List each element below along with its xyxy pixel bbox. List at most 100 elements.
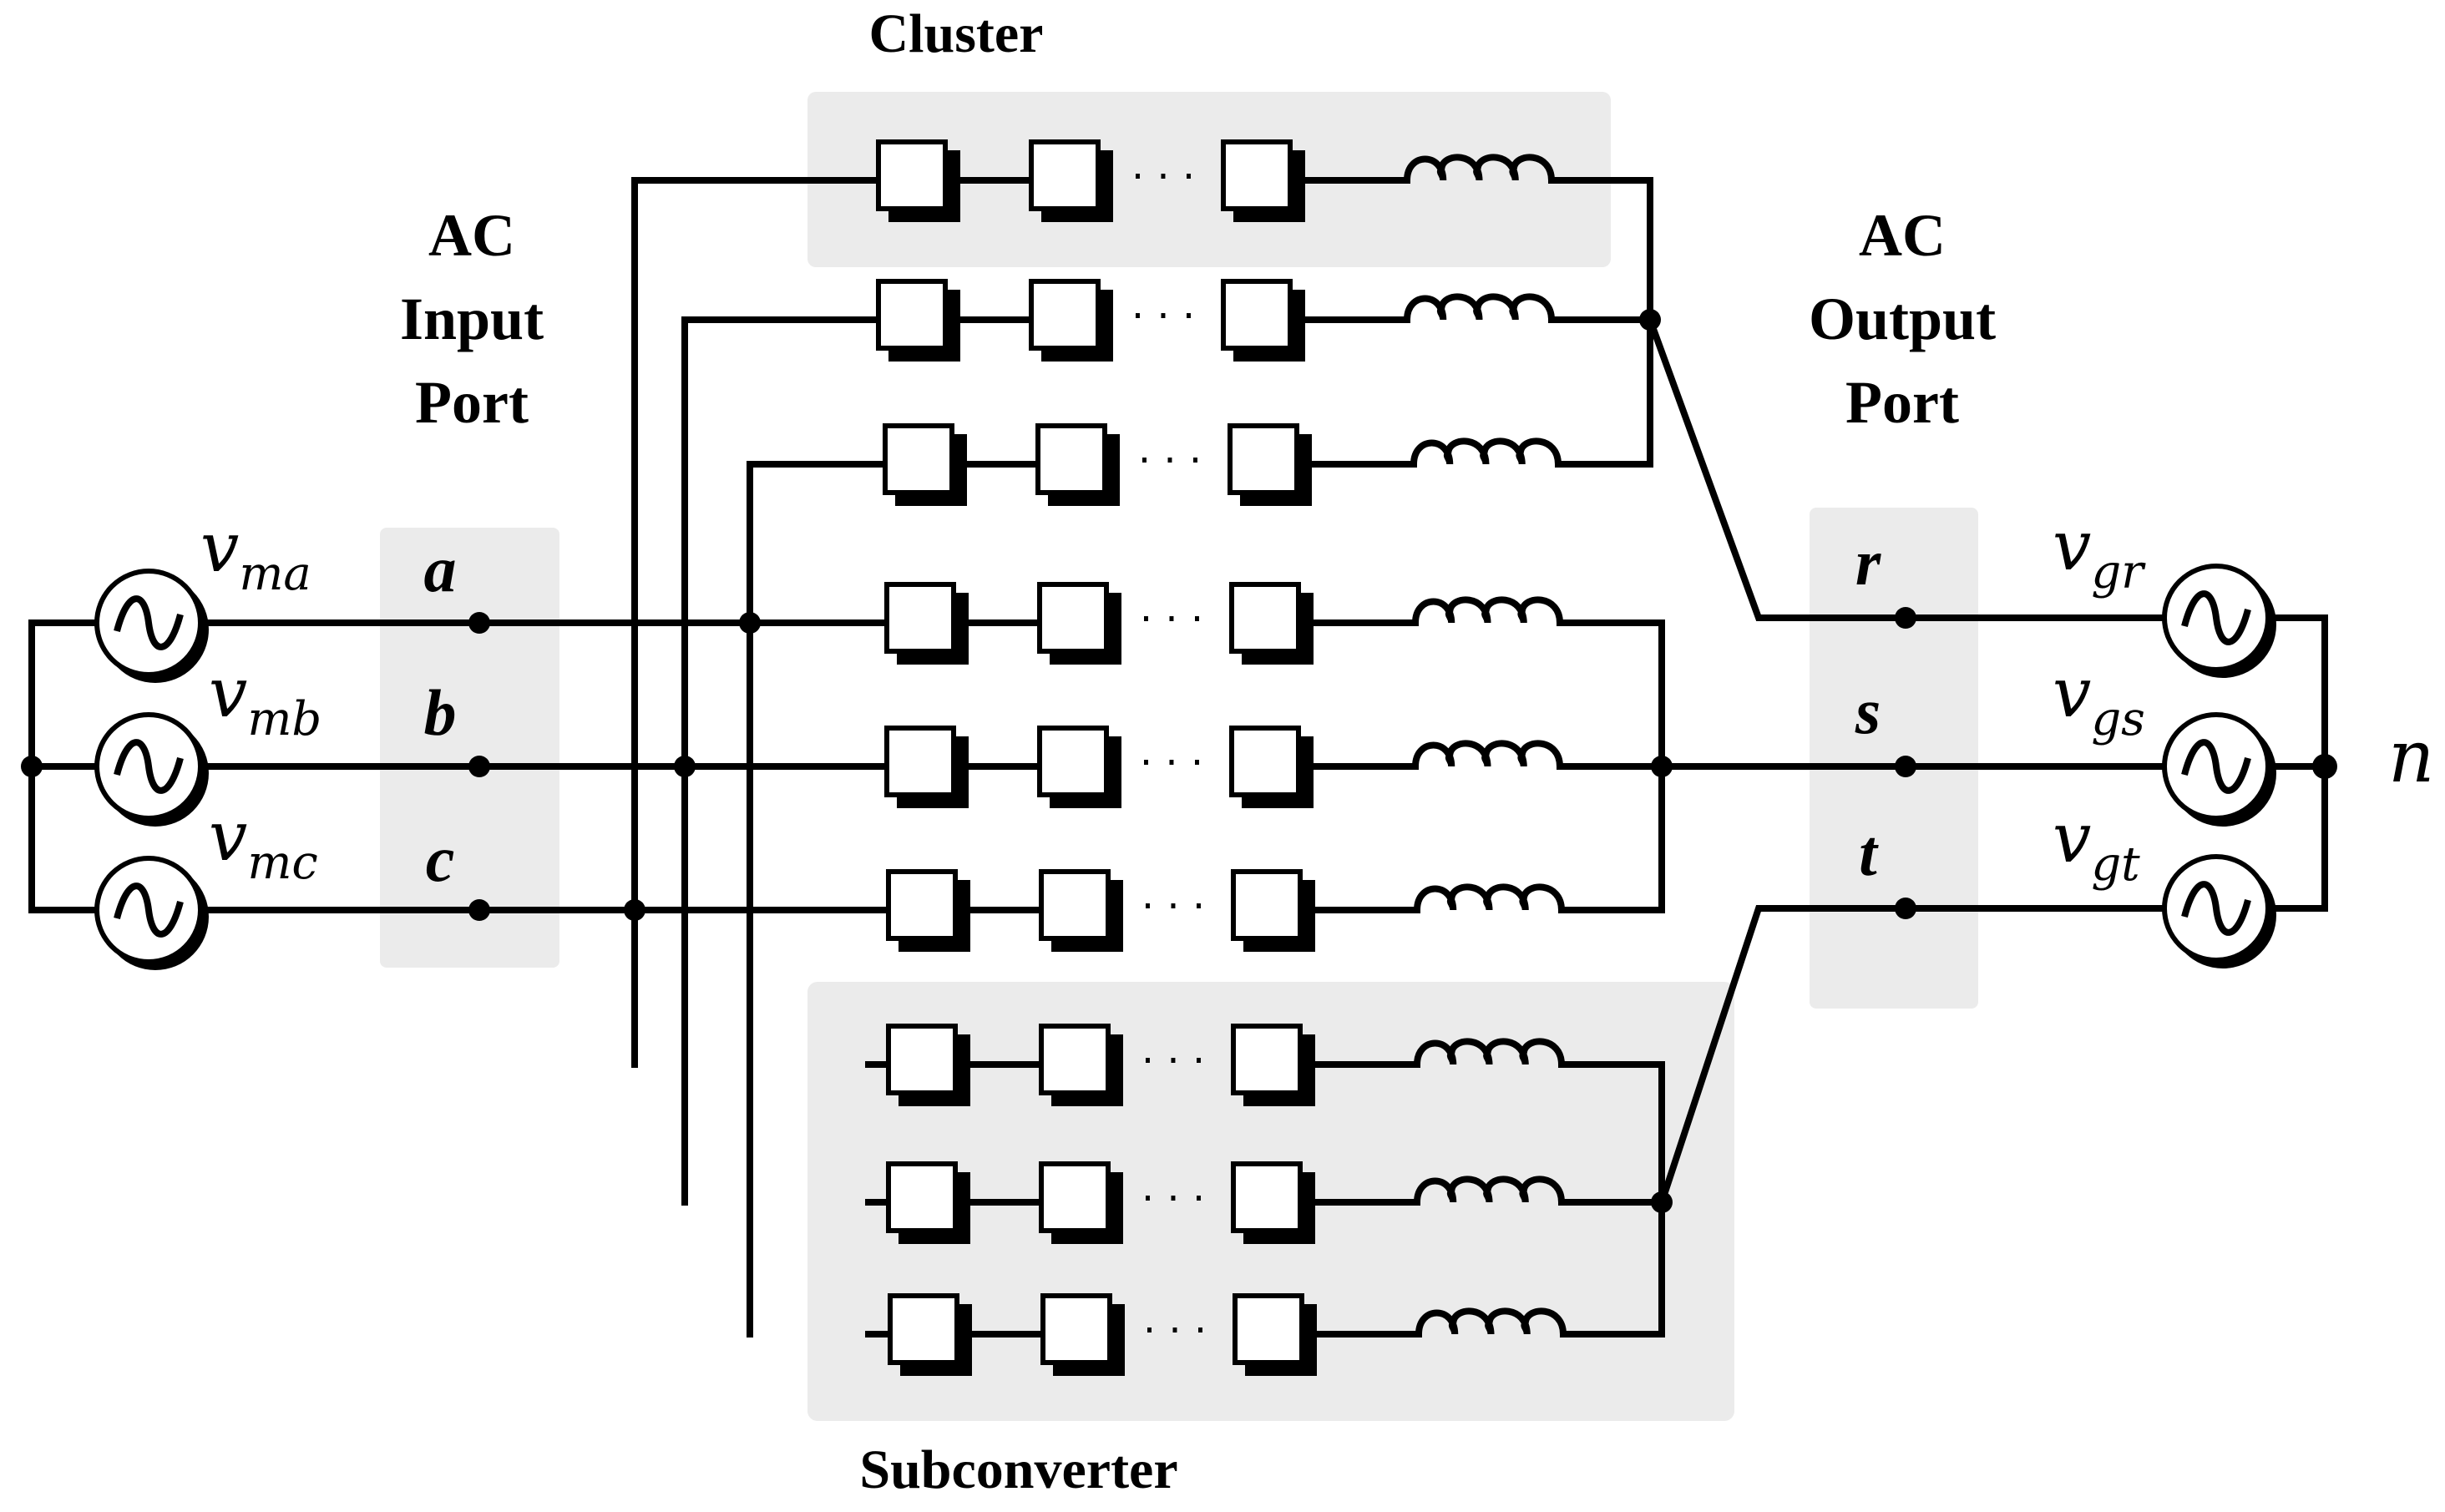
module-icon [1221,279,1305,362]
cluster-label: Cluster [869,3,1044,64]
module-icon [1037,582,1121,665]
junction-dot [468,756,490,777]
input-port-a-label: a [424,533,457,605]
ac-input-port-label-line3: Port [415,369,529,436]
module-icon [1029,139,1113,222]
module-icon [1229,726,1314,808]
inductor-icon [1403,293,1556,324]
inductor-icon [1403,154,1556,185]
module-icon [886,869,970,952]
module-icon [1037,726,1121,808]
output-port-t-label: t [1859,817,1879,889]
inductor-icon [1411,740,1564,771]
output-source-voltage-label-r: vgr [2053,507,2146,599]
module-chain-ellipsis: · · · [1143,1307,1207,1354]
junction-dot [468,899,490,921]
module-chain-ellipsis: · · · [1131,293,1195,340]
module-icon [888,1293,972,1376]
ac-source-icon [2162,712,2276,827]
inductor-icon [1411,596,1564,627]
neutral-label: n [2388,716,2434,799]
junction-dot [1895,898,1916,919]
module-icon [886,1024,970,1106]
output-source-voltage-label-t: vgt [2053,799,2140,892]
module-icon [1231,1161,1315,1244]
cluster-panel [807,92,1611,267]
module-icon [1035,423,1120,506]
subconverter-label: Subconverter [859,1439,1177,1500]
ac-source-icon [94,856,209,970]
junction-dot [739,612,761,634]
ac-source-icon [94,712,209,827]
branch-row: · · · [747,1293,1665,1376]
module-chain-ellipsis: · · · [1140,596,1203,643]
module-icon [1231,869,1315,952]
module-chain-ellipsis: · · · [1131,154,1195,200]
inductor-icon [1413,883,1566,914]
ac-source-icon [2162,854,2276,968]
branch-row: · · · [681,279,1653,362]
junction-dot [1639,309,1661,331]
branch-row: · · · [747,582,1665,665]
junction-dot [674,756,696,777]
ac-input-port-label-line1: AC [428,202,515,269]
inductor-icon [1410,437,1562,468]
output-port-s-label: s [1855,675,1881,747]
module-icon [1221,139,1305,222]
ac-output-port-panel [1810,508,1978,1009]
module-icon [886,1161,970,1244]
input-source-voltage-label-a: vma [200,508,311,601]
ac-sources [94,564,2276,970]
branch-row: · · · [631,869,1665,952]
junction-dots [21,309,2337,1213]
module-icon [883,423,967,506]
ac-input-port-label-line2: Input [400,286,544,352]
module-chain-ellipsis: · · · [1138,437,1202,484]
module-icon [876,279,960,362]
junction-dot [468,612,490,634]
inductor-icon [1415,1307,1567,1338]
output-source-voltage-label-s: vgs [2053,654,2145,746]
ac-source-icon [94,569,209,683]
module-icon [876,139,960,222]
input-source-voltage-label-c: vmc [209,797,318,890]
module-chain-ellipsis: · · · [1140,740,1203,786]
module-icon [1040,1293,1125,1376]
module-icon [1231,1024,1315,1106]
module-icon [1039,1024,1123,1106]
module-icon [1029,279,1113,362]
junction-dot [1895,607,1916,629]
output-port-r-label: r [1855,526,1881,599]
junction-dot [2312,754,2337,779]
module-chain-ellipsis: · · · [1142,1038,1205,1085]
module-icon [1229,582,1314,665]
junction-dot [624,899,645,921]
ac-output-port-label-line3: Port [1845,369,1959,436]
junction-dot [1895,756,1916,777]
input-source-voltage-label-b: vmb [209,654,321,746]
junction-dot [1651,756,1673,777]
branch-row: · · · [681,726,1665,808]
branch-row: · · · [631,1024,1665,1106]
ac-output-port-label-line1: AC [1859,202,1946,269]
ac-output-port-label-line2: Output [1809,286,1996,352]
junction-dot [21,756,43,777]
input-port-c-label: c [426,822,455,895]
junction-dot [1651,1191,1673,1213]
ac-input-port-panel [380,528,559,968]
branch-row: · · · [681,1161,1665,1244]
module-icon [1228,423,1312,506]
module-icon [1039,1161,1123,1244]
module-icon [884,726,969,808]
input-port-b-label: b [424,676,457,749]
module-icon [1233,1293,1317,1376]
branch-row: · · · [631,139,1653,222]
module-icon [884,582,969,665]
ac-source-icon [2162,564,2276,678]
module-chain-ellipsis: · · · [1142,883,1205,930]
module-chain-ellipsis: · · · [1142,1176,1205,1222]
module-icon [1039,869,1123,952]
inductor-icon [1413,1176,1566,1206]
branch-row: · · · [747,423,1653,506]
